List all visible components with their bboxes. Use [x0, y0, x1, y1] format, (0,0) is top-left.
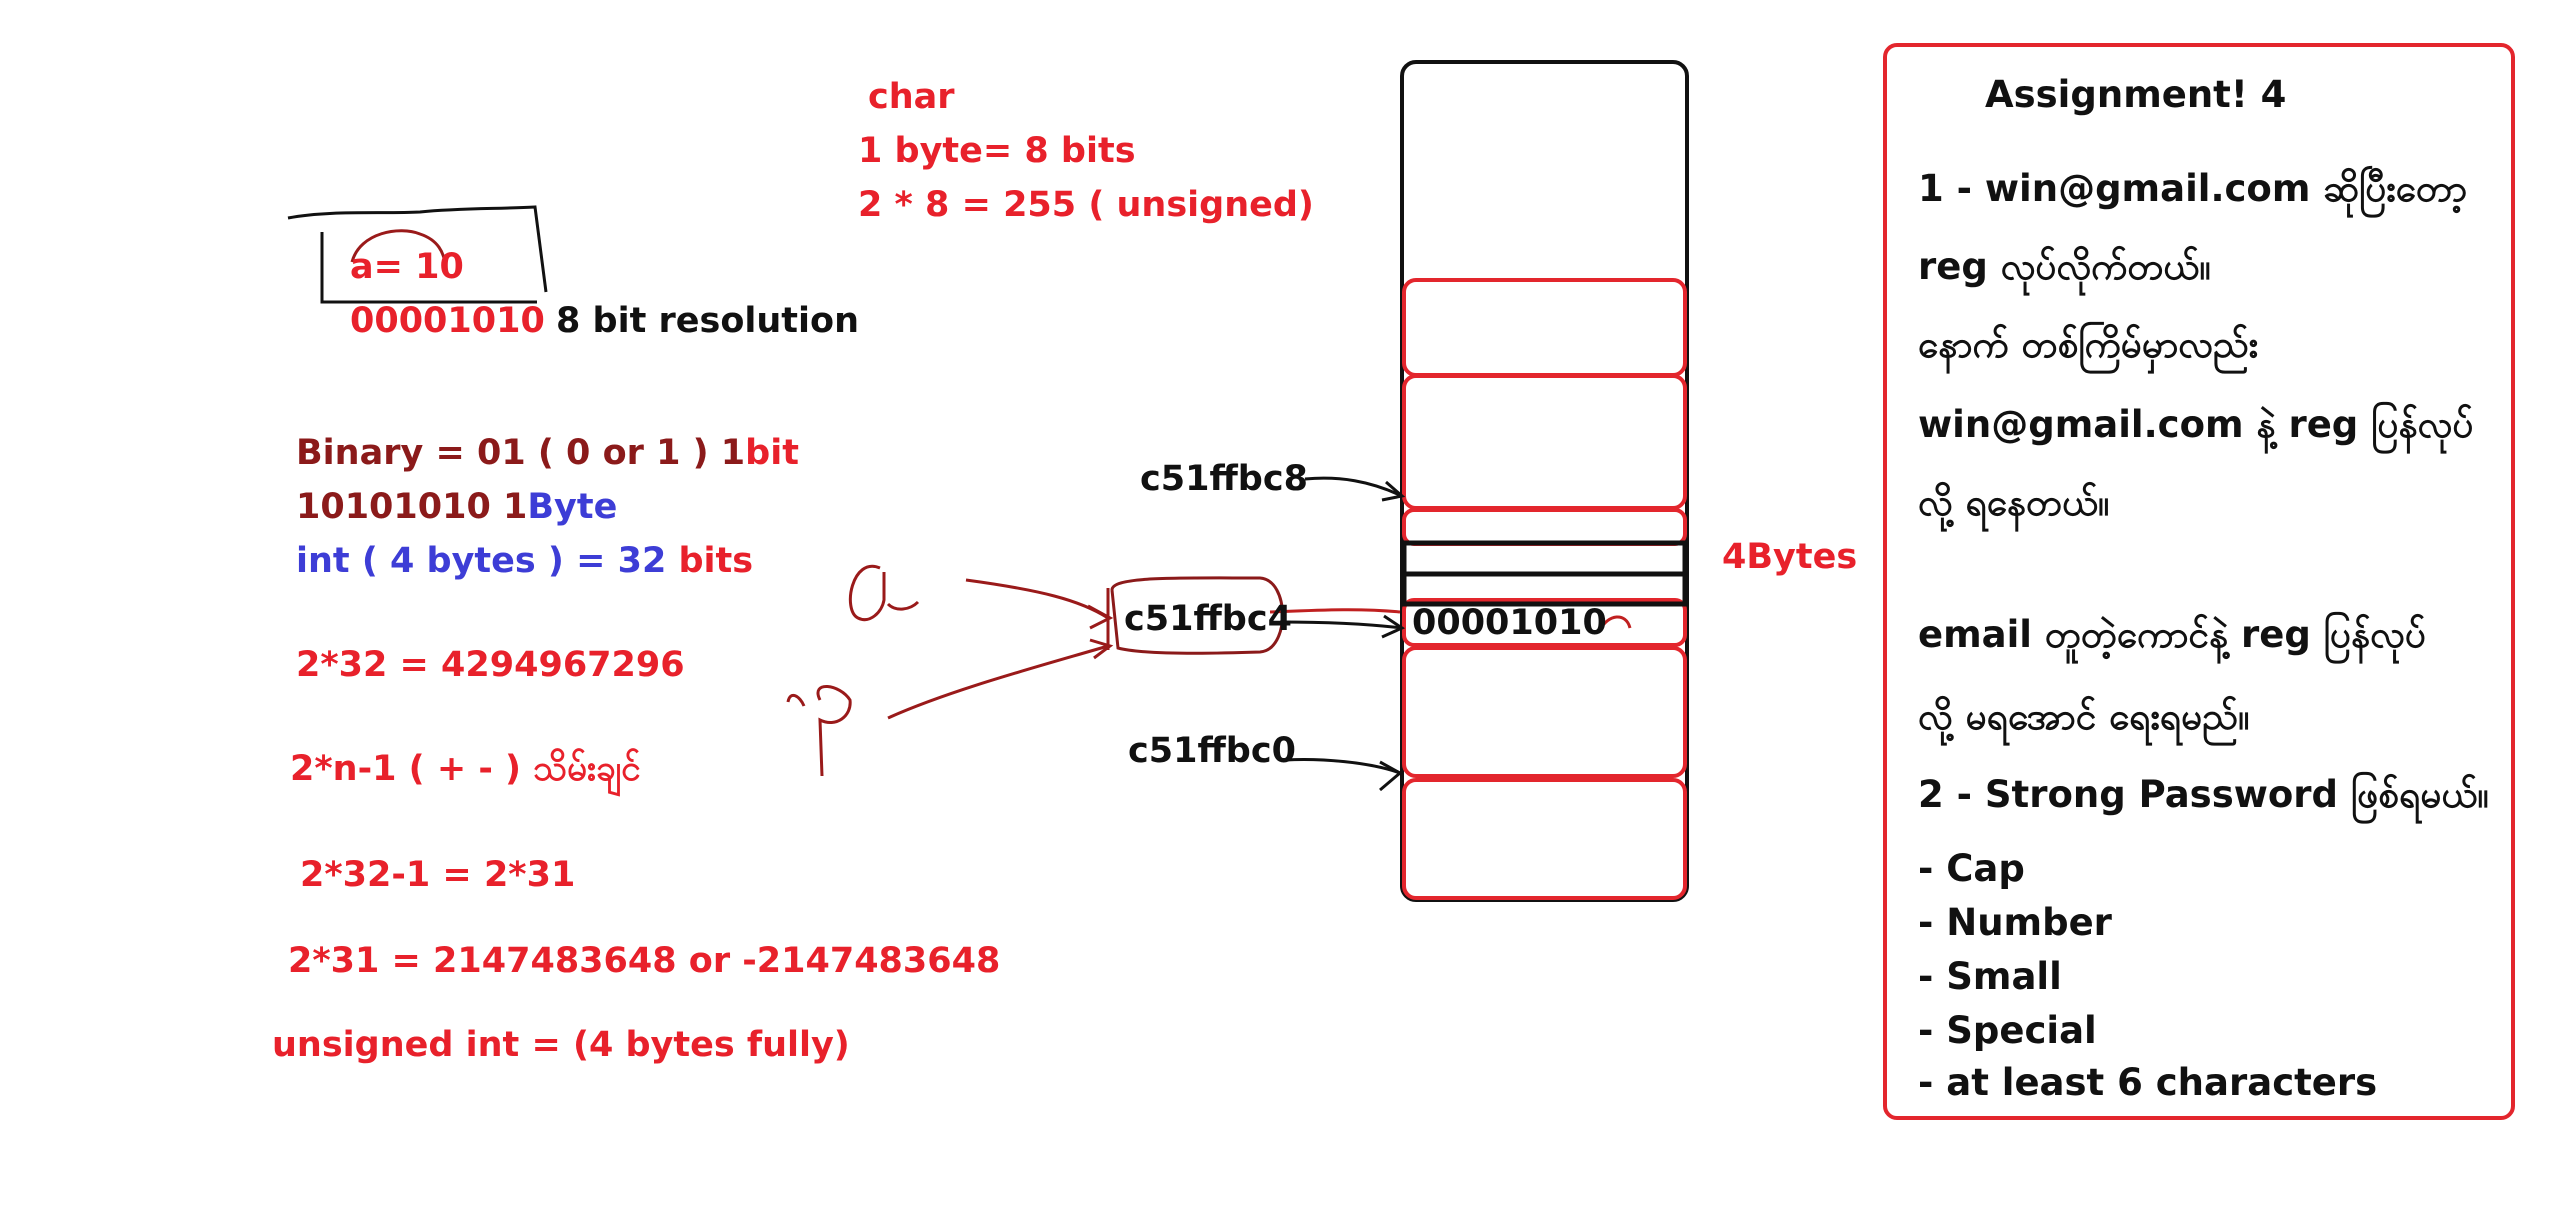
byte-line: 10101010 1Byte: [296, 487, 618, 527]
address-label: c51ffbc4: [1124, 599, 1292, 639]
arrow-a: [965, 578, 1109, 620]
char-title: char: [868, 77, 955, 117]
address-circle: [1110, 576, 1284, 655]
password-rule: - at least 6 characters: [1918, 1061, 2378, 1104]
assignment-line: reg လုပ်လိုက်တယ်။: [1918, 245, 2211, 288]
pow32-line: 2*32 = 4294967296: [296, 645, 685, 685]
assignment-line: နောက် တစ်ကြိမ်မှာလည်း: [1918, 323, 2259, 366]
arrow-addr2: [1279, 620, 1403, 630]
memory-byte-row: [1401, 540, 1688, 577]
assignment-line: email တူတဲ့ကောင်နဲ့ reg ပြန်လုပ်: [1918, 613, 2426, 656]
assignment-line: လို့ မရအောင် ရေးရမည်။: [1918, 695, 2250, 738]
address-label: c51ffbc0: [1128, 731, 1296, 771]
scribble-arc: [350, 229, 448, 269]
assignment-line: 2 - Strong Password ဖြစ်ရမယ်။: [1918, 773, 2489, 816]
arrow-addr1: [1304, 476, 1403, 498]
value-curl: [1598, 615, 1632, 631]
handwritten-a: [848, 564, 920, 621]
assignment-title: Assignment! 4: [1985, 73, 2287, 116]
memory-cell: [1402, 374, 1687, 510]
variable-box-sketch: [320, 232, 537, 304]
size-label: 4Bytes: [1722, 537, 1858, 577]
assignment-line: 1 - win@gmail.com ဆိုပြီးတော့: [1918, 167, 2468, 210]
memory-cell-value: 00001010: [1412, 603, 1607, 643]
int-range-line: 2*31 = 2147483648 or -2147483648: [288, 941, 1001, 981]
unsigned-char-range: 2 * 8 = 255 ( unsigned): [858, 185, 1314, 225]
memory-cell: [1402, 508, 1687, 546]
binary-line: Binary = 01 ( 0 or 1 ) 1bit: [296, 433, 799, 473]
minus-one-line: 2*32-1 = 2*31: [300, 855, 576, 895]
variable-box-sketch: [287, 205, 548, 293]
address-label: c51ffbc8: [1140, 459, 1308, 499]
resolution-label: 8 bit resolution: [556, 301, 859, 341]
arrow-addr3: [1284, 758, 1401, 775]
assignment-line: လို့ ရနေတယ်။: [1918, 481, 2110, 524]
int-line: int ( 4 bytes ) = 32 bits: [296, 541, 754, 581]
memory-cell: [1402, 278, 1687, 377]
password-rule: - Small: [1918, 955, 2062, 998]
memory-cell: [1402, 646, 1687, 778]
memory-cell: [1402, 778, 1687, 900]
arrow-p: [887, 644, 1109, 720]
password-rule: - Number: [1918, 901, 2112, 944]
assignment-line: win@gmail.com နဲ့ reg ပြန်လုပ်: [1918, 403, 2474, 446]
unsigned-int-line: unsigned int = (4 bytes fully): [272, 1025, 850, 1065]
variable-assignment: a= 10: [350, 247, 464, 287]
memory-cell: [1402, 598, 1687, 647]
signed-line: 2*n-1 ( + - ) သိမ်းချင်: [290, 749, 641, 789]
assignment-panel: [1883, 43, 2515, 1120]
byte-bits-line: 1 byte= 8 bits: [858, 131, 1136, 171]
password-rule: - Cap: [1918, 847, 2025, 890]
variable-binary: 00001010: [350, 301, 545, 341]
memory-byte-row: [1401, 571, 1688, 607]
password-rule: - Special: [1918, 1009, 2097, 1052]
handwritten-p: [786, 685, 852, 777]
